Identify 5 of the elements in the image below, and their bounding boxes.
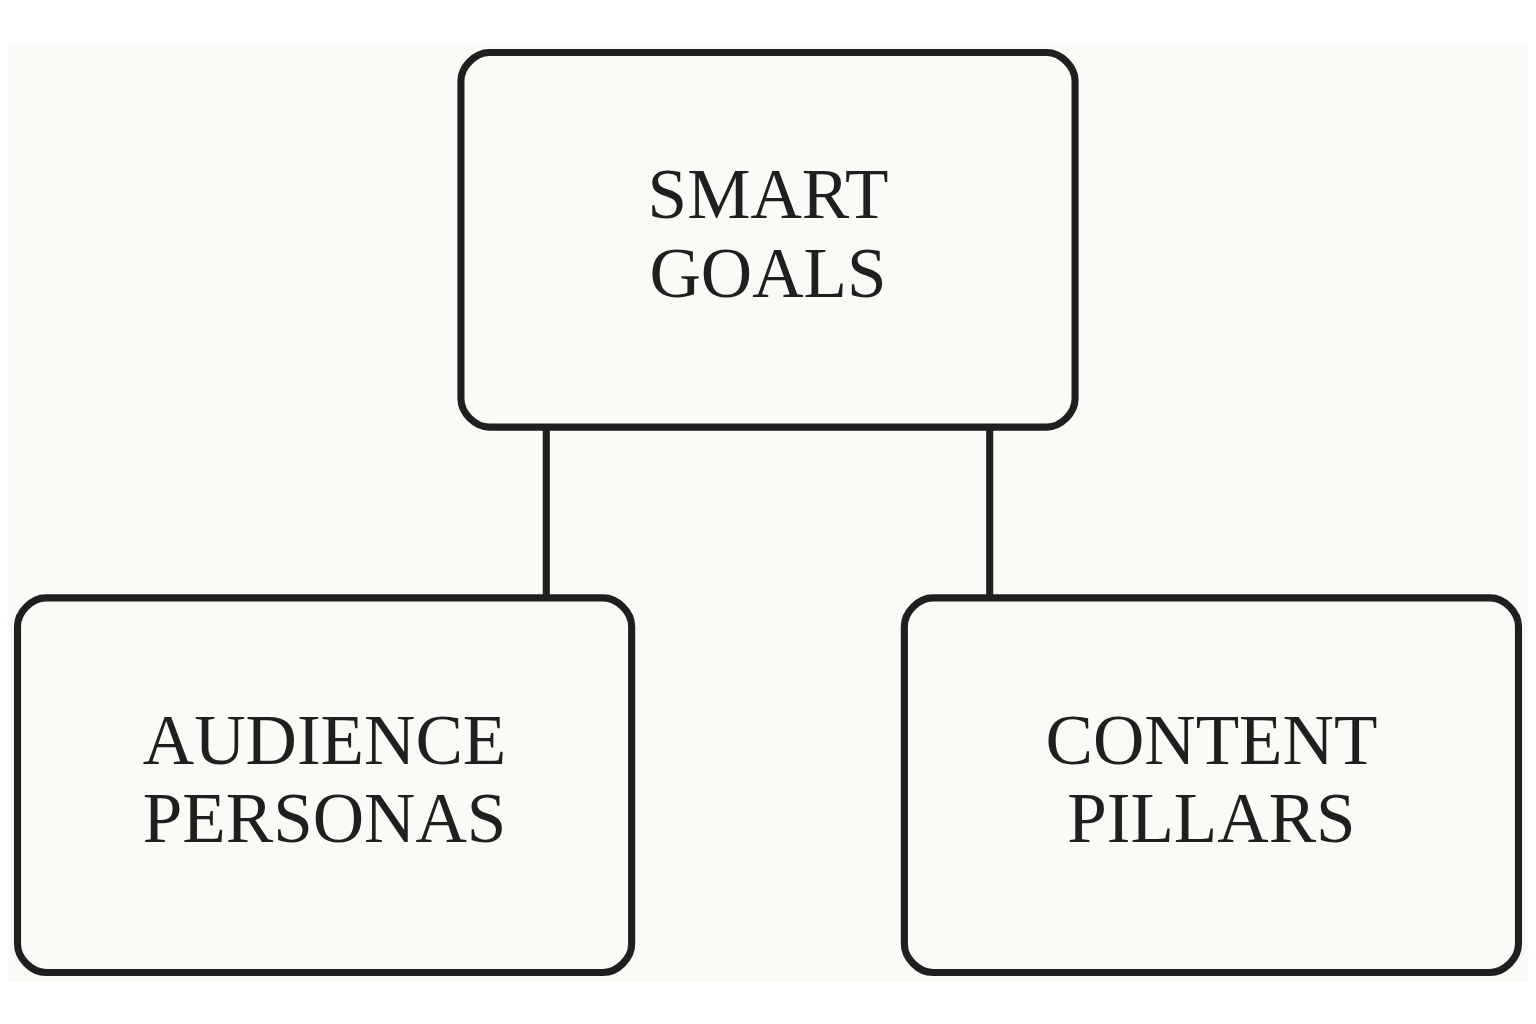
node-box: SMART GOALS [457, 48, 1079, 431]
node-box: AUDIENCE PERSONAS [13, 593, 636, 976]
node-box: CONTENT PILLARS [900, 593, 1523, 976]
connector [986, 427, 994, 597]
connector [542, 427, 550, 597]
